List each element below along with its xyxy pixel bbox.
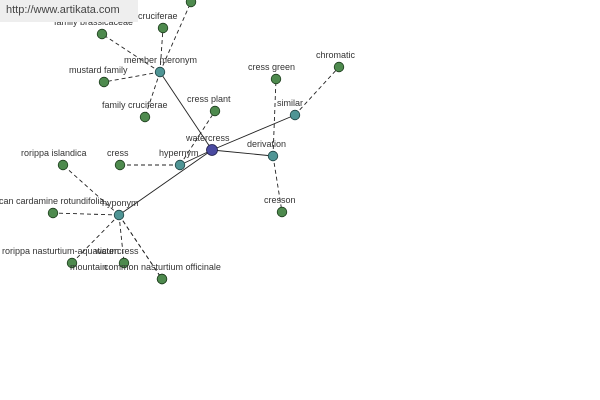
node-cress[interactable]	[114, 159, 126, 171]
label-cress-green[interactable]: cress green	[248, 62, 295, 72]
node-top-node[interactable]	[185, 0, 197, 8]
edge-hyponym-to-common-nasturtium	[118, 214, 163, 280]
edge-member-meronym-to-cruciferae	[159, 27, 164, 73]
watermark-url[interactable]: http://www.artikata.com	[6, 4, 120, 16]
edge-hyponym-to-cardamine-rotundifolia	[52, 212, 120, 216]
label-chromatic[interactable]: chromatic	[316, 50, 356, 60]
node-derivation[interactable]	[267, 150, 279, 162]
label-family-brassicaceae[interactable]: family brassicaceae	[54, 17, 133, 27]
node-cress-plant[interactable]	[209, 105, 221, 117]
node-similar[interactable]	[289, 109, 301, 121]
edge-similar-to-chromatic	[294, 66, 340, 116]
edge-member-meronym-to-mustard-family	[103, 71, 161, 83]
watermark-bar: http://www.artikata.com	[0, 0, 138, 22]
node-member-meronym[interactable]	[154, 66, 166, 78]
node-hyponym[interactable]	[113, 209, 125, 221]
edge-watercress-to-similar	[211, 114, 296, 151]
edge-watercress-to-hyponym	[118, 149, 213, 216]
node-cress-green[interactable]	[270, 73, 282, 85]
label-watercress[interactable]: watercress	[185, 133, 230, 143]
label-cardamine-rotundifolia[interactable]: can cardamine rotundifolia	[0, 196, 105, 206]
label-hyponym[interactable]: hyponym	[102, 198, 139, 208]
node-rorippa-nasturtium[interactable]	[66, 257, 78, 269]
node-watercress[interactable]	[206, 144, 218, 156]
label-rorippa-islandica[interactable]: rorippa islandica	[21, 148, 87, 158]
edge-member-meronym-to-family-brassicaceae	[101, 33, 161, 73]
edge-watercress-to-derivation	[211, 149, 274, 157]
edge-hypernym-to-cress-plant	[179, 110, 216, 166]
edge-hyponym-to-rorippa-islandica	[62, 164, 120, 216]
label-common-nasturtium[interactable]: common nasturtium officinale	[104, 262, 221, 272]
labels-layer: cruciferae family brassicaceae mustard fam…	[0, 11, 356, 272]
label-derivation[interactable]: derivation	[247, 139, 286, 149]
edges-layer	[52, 1, 340, 280]
node-rorippa-islandica[interactable]	[57, 159, 69, 171]
node-mustard-family[interactable]	[98, 76, 110, 88]
label-member-meronym[interactable]: member meronym	[124, 55, 197, 65]
edge-member-meronym-to-family-cruciferae	[144, 71, 161, 118]
label-cress[interactable]: cress	[107, 148, 129, 158]
edge-watercress-to-member-meronym	[159, 71, 213, 151]
node-hypernym[interactable]	[174, 159, 186, 171]
node-cruciferae[interactable]	[157, 22, 169, 34]
node-family-brassicaceae[interactable]	[96, 28, 108, 40]
label-mountain[interactable]: mountain	[70, 262, 107, 272]
node-cardamine-rotundifolia[interactable]	[47, 207, 59, 219]
node-cresson[interactable]	[276, 206, 288, 218]
edge-derivation-to-cress-green	[272, 78, 277, 157]
edge-derivation-to-cresson	[272, 155, 283, 213]
label-watercress-leaf[interactable]: watercress	[94, 246, 139, 256]
label-hypernym[interactable]: hypernym	[159, 148, 199, 158]
node-chromatic[interactable]	[333, 61, 345, 73]
node-watercress-leaf[interactable]	[118, 257, 130, 269]
label-mustard-family[interactable]: mustard family	[69, 65, 128, 75]
node-family-cruciferae[interactable]	[139, 111, 151, 123]
nodes-layer	[47, 0, 345, 285]
label-rorippa-nasturtium[interactable]: rorippa nasturtium-aquaticum	[2, 246, 119, 256]
label-cruciferae[interactable]: cruciferae	[138, 11, 178, 21]
label-similar[interactable]: similar	[277, 98, 303, 108]
edge-member-meronym-to-top-node	[159, 1, 192, 73]
label-family-cruciferae[interactable]: family cruciferae	[102, 100, 168, 110]
node-common-nasturtium[interactable]	[156, 273, 168, 285]
label-cress-plant[interactable]: cress plant	[187, 94, 231, 104]
edge-hyponym-to-watercress-leaf	[118, 214, 125, 264]
label-cresson[interactable]: cresson	[264, 195, 296, 205]
